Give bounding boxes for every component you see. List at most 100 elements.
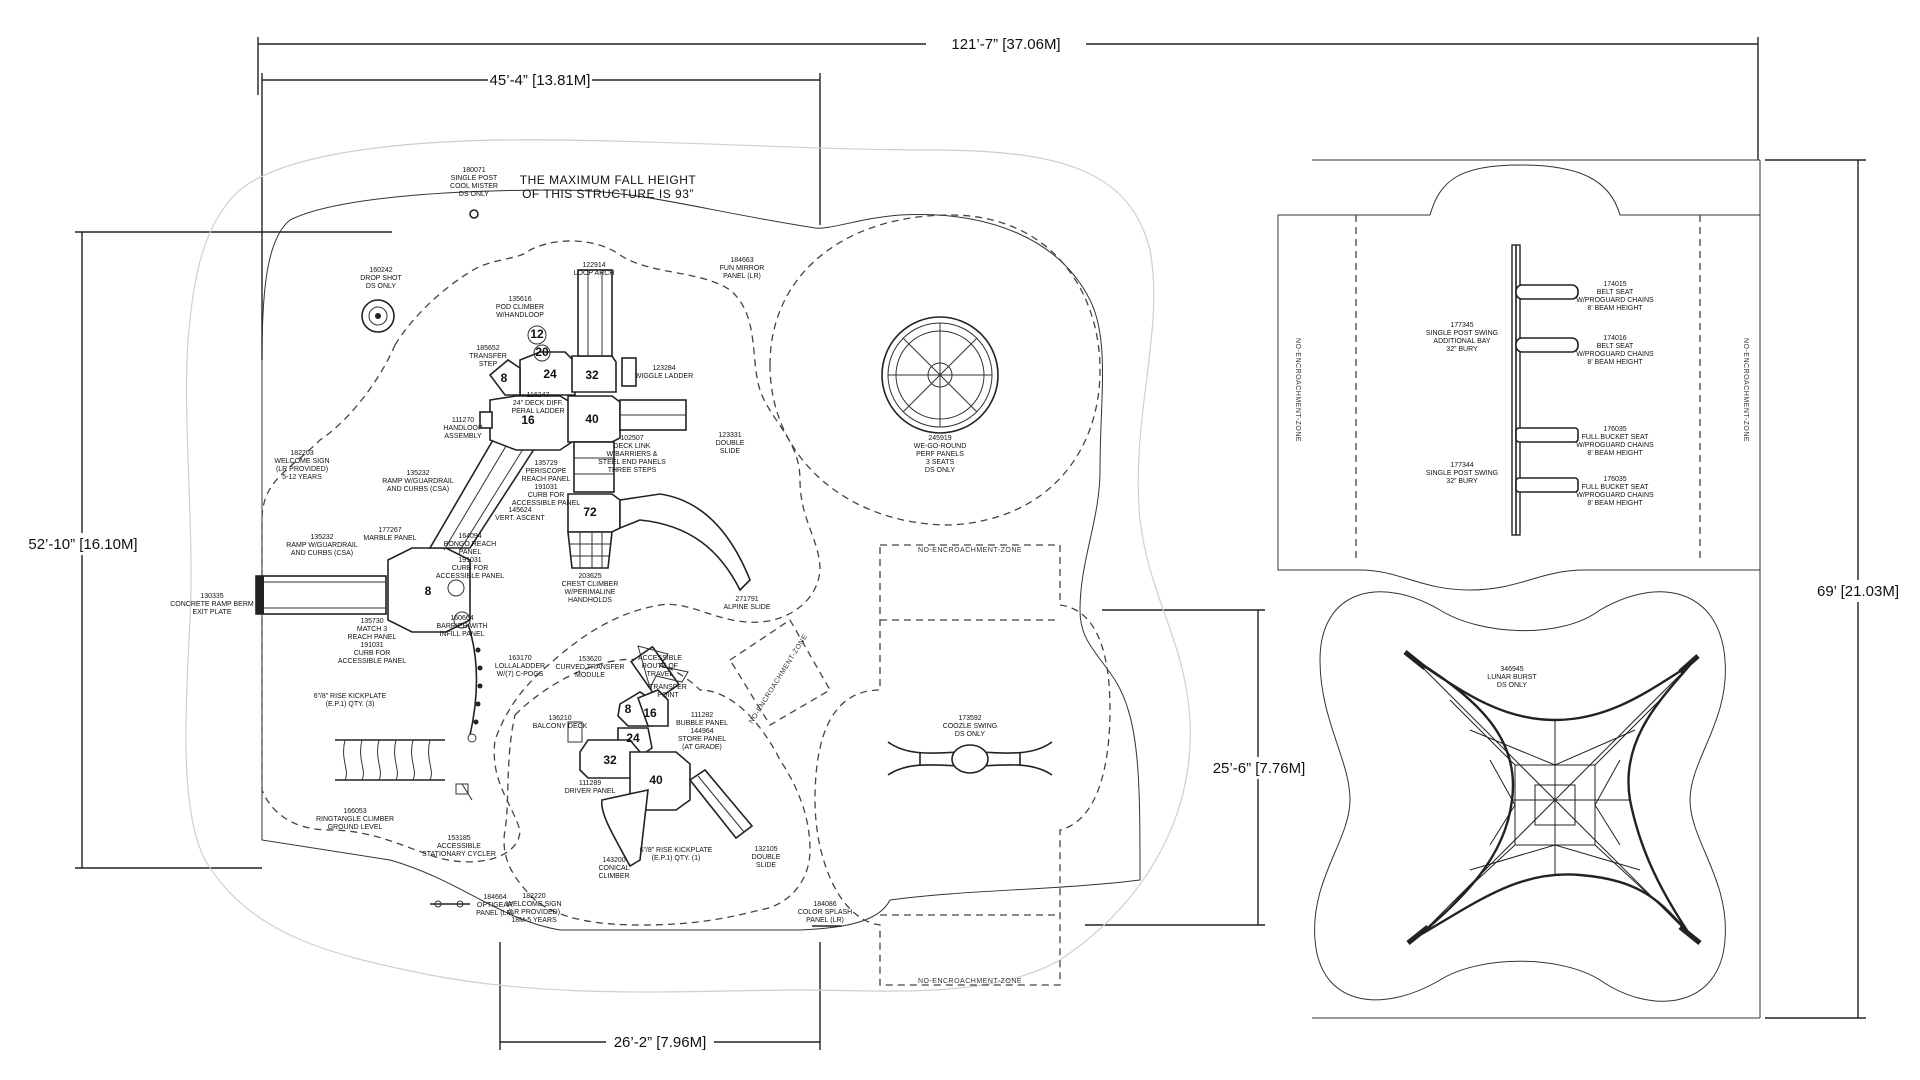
label-line: W/PROGUARD CHAINS bbox=[1576, 297, 1654, 304]
label-line: BONGO REACH bbox=[444, 541, 497, 548]
nez-label-slide: NO-ENCROACHMENT-ZONE bbox=[748, 633, 809, 725]
label-line: WELCOME SIGN bbox=[274, 458, 329, 465]
label-line: 176035 bbox=[1603, 426, 1626, 433]
label-line: TRANSFER bbox=[649, 684, 687, 691]
label-line: HANDLOOP bbox=[443, 425, 483, 432]
label-line: 116247 bbox=[527, 392, 550, 399]
drop-shot bbox=[361, 299, 395, 333]
label-line: BARRIER WITH bbox=[437, 623, 488, 630]
lollaladder bbox=[467, 623, 478, 736]
label-line: MODULE bbox=[575, 672, 605, 679]
label-line: AND CURBS (CSA) bbox=[291, 550, 353, 557]
ramp-berm-plate bbox=[256, 576, 264, 614]
label-line: 6”/8” RISE KICKPLATE bbox=[640, 847, 713, 854]
label-line: BALCONY DECK bbox=[533, 723, 588, 730]
bucket-seat-1 bbox=[1515, 427, 1579, 443]
label-line: SINGLE POST SWING bbox=[1426, 470, 1498, 477]
label-line: OPTIGEAR bbox=[477, 902, 513, 909]
label-line: STORE PANEL bbox=[678, 736, 726, 743]
label-line: W/PERIMALINE bbox=[565, 589, 616, 596]
outer-surfacing-boundary bbox=[185, 139, 1191, 993]
slide-nez bbox=[729, 619, 831, 726]
label-line: BELT SEAT bbox=[1597, 343, 1634, 350]
nez-label-top: NO-ENCROACHMENT-ZONE bbox=[918, 547, 1022, 554]
label-line: LOOP ARCH bbox=[574, 270, 615, 277]
deck-height-8b: 8 bbox=[425, 584, 432, 598]
label-line: 32” BURY bbox=[1446, 478, 1478, 485]
belt-seat-1 bbox=[1515, 284, 1579, 300]
label-line: ROUTE OF bbox=[642, 663, 678, 670]
label-line: REACH PANEL bbox=[348, 634, 397, 641]
label-line: TRANSFER bbox=[469, 353, 507, 360]
deck-height-40a: 40 bbox=[585, 412, 599, 426]
label-line: W/PROGUARD CHAINS bbox=[1576, 442, 1654, 449]
label-line: 8’ BEAM HEIGHT bbox=[1587, 359, 1643, 366]
right-height-label: 69’ [21.03M] bbox=[1817, 583, 1899, 600]
pod-climber-20 bbox=[533, 344, 551, 362]
label-line: 191031 bbox=[458, 557, 481, 564]
label-line: 166053 bbox=[343, 808, 366, 815]
label-line: 135616 bbox=[508, 296, 531, 303]
bongo-panel bbox=[447, 579, 465, 597]
label-line: ACCESSIBLE PANEL bbox=[512, 500, 580, 507]
label-line: CURB FOR bbox=[354, 650, 391, 657]
fall-height-line1: THE MAXIMUM FALL HEIGHT bbox=[520, 173, 697, 187]
label-line: 3 SEATS bbox=[926, 459, 955, 466]
coozle-swing bbox=[887, 741, 1053, 776]
deck-height-8c: 8 bbox=[625, 702, 632, 716]
label-line: 8’ BEAM HEIGHT bbox=[1587, 450, 1643, 457]
label-line: 191031 bbox=[534, 484, 557, 491]
bottom-width-label: 26’-2” [7.96M] bbox=[614, 1034, 707, 1051]
label-line: 164094 bbox=[458, 533, 481, 540]
label-line: 153185 bbox=[447, 835, 470, 842]
we-go-round bbox=[881, 316, 999, 434]
middle-height-label: 25’-6” [7.76M] bbox=[1213, 760, 1306, 777]
conical-climber bbox=[600, 788, 649, 868]
nez-label-bottom: NO-ENCROACHMENT-ZONE bbox=[918, 978, 1022, 985]
label-line: CONICAL bbox=[598, 865, 629, 872]
label-line: SLIDE bbox=[756, 862, 777, 869]
deck-link bbox=[573, 441, 615, 493]
label-line: BELT SEAT bbox=[1597, 289, 1634, 296]
label-line: 174016 bbox=[1603, 335, 1626, 342]
label-line: ACCESSIBLE PANEL bbox=[436, 573, 504, 580]
label-line: 245919 bbox=[928, 435, 951, 442]
label-line: 102507 bbox=[620, 435, 643, 442]
label-line: 144964 bbox=[690, 728, 713, 735]
label-line: CREST CLIMBER bbox=[562, 581, 619, 588]
deck-height-24b: 24 bbox=[626, 731, 640, 745]
label-line: FUN MIRROR bbox=[720, 265, 765, 272]
label-line: 24” DECK DIFF. bbox=[513, 400, 563, 407]
ringtangle-climber bbox=[335, 739, 445, 781]
label-line: PANEL (LR) bbox=[806, 917, 844, 924]
label-line: PANEL (LR) bbox=[476, 910, 514, 917]
label-line: 177345 bbox=[1450, 322, 1473, 329]
label-line: THREE STEPS bbox=[608, 467, 657, 474]
deck-height-32a: 32 bbox=[585, 368, 599, 382]
label-line: COOZLE SWING bbox=[943, 723, 997, 730]
accessible-route-arrow bbox=[637, 645, 689, 690]
label-line: 8’ BEAM HEIGHT bbox=[1587, 500, 1643, 507]
label-line: DS ONLY bbox=[366, 283, 397, 290]
crest-climber bbox=[567, 531, 613, 569]
left-height-label: 52’-10” [16.10M] bbox=[28, 536, 137, 553]
label-line: CURB FOR bbox=[452, 565, 489, 572]
label-line: DS ONLY bbox=[459, 191, 490, 198]
label-line: 191031 bbox=[360, 642, 383, 649]
belt-seat-2 bbox=[1515, 337, 1579, 353]
label-line: W/PROGUARD CHAINS bbox=[1576, 492, 1654, 499]
structure-use-zone bbox=[261, 189, 1141, 931]
label-line: 6”/8” RISE KICKPLATE bbox=[314, 693, 387, 700]
label-line: 135730 bbox=[360, 618, 383, 625]
dimension-overall-width: 121’-7” [37.06M] bbox=[257, 34, 1759, 160]
label-line: TRAVEL bbox=[647, 671, 674, 678]
